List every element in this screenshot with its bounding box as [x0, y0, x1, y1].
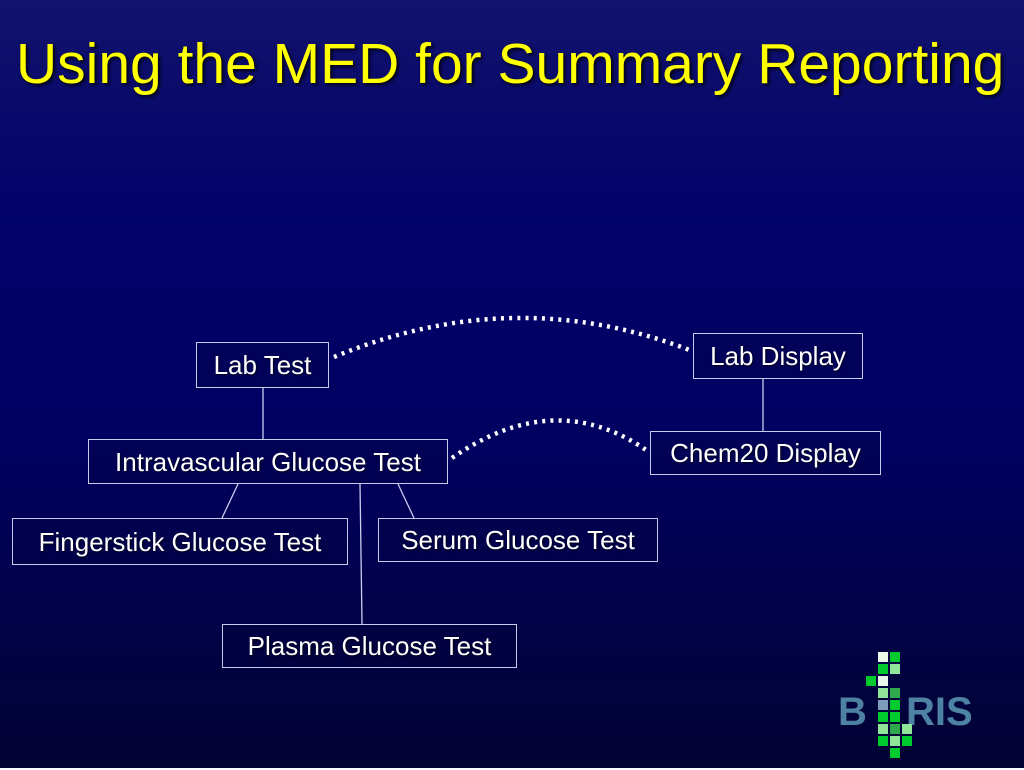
bris-logo-letter-b: B [838, 690, 867, 734]
node-plasma-label: Plasma Glucose Test [247, 631, 492, 661]
logo-pixel-square [878, 700, 888, 710]
logo-pixel-square [902, 736, 912, 746]
logo-pixel-square [878, 676, 888, 686]
connector-intravascular-serum [397, 483, 415, 519]
logo-pixel-square [890, 748, 900, 758]
logo-pixel-square [878, 652, 888, 662]
node-serum-glucose-test: Serum Glucose Test [378, 518, 658, 562]
node-serum-label: Serum Glucose Test [401, 525, 635, 555]
logo-pixel-square [890, 664, 900, 674]
logo-pixel-square [902, 724, 912, 734]
node-chem20-display: Chem20 Display [650, 431, 881, 475]
connector-intravascular-fingerstick [221, 483, 239, 519]
logo-pixel-square [878, 724, 888, 734]
logo-pixel-square [890, 688, 900, 698]
node-fingerstick-label: Fingerstick Glucose Test [38, 526, 322, 557]
node-lab-display: Lab Display [693, 333, 863, 379]
logo-pixel-square [890, 724, 900, 734]
connector-intravascular-plasma [359, 483, 363, 625]
node-intravascular-glucose-test: Intravascular Glucose Test [88, 439, 448, 484]
slide-title: Using the MED for Summary Reporting [16, 32, 1005, 96]
node-lab-display-label: Lab Display [710, 341, 846, 371]
logo-pixel-square [890, 736, 900, 746]
node-lab-test: Lab Test [196, 342, 329, 388]
node-fingerstick-glucose-test: Fingerstick Glucose Test [12, 518, 348, 565]
dotted-link-intravascular-chem20 [450, 418, 651, 460]
logo-pixel-square [878, 688, 888, 698]
logo-pixel-square [878, 712, 888, 722]
logo-pixel-square [890, 652, 900, 662]
node-plasma-glucose-test: Plasma Glucose Test [222, 624, 517, 668]
logo-pixel-square [890, 700, 900, 710]
logo-pixel-square [890, 712, 900, 722]
logo-pixel-square [878, 664, 888, 674]
logo-pixel-square [866, 676, 876, 686]
node-lab-test-label: Lab Test [213, 350, 312, 380]
dotted-link-labtest-labdisplay [333, 315, 693, 360]
bris-logo-squares-icon [866, 652, 916, 762]
node-intravascular-label: Intravascular Glucose Test [115, 446, 421, 477]
bris-logo-letters-ris: RIS [906, 690, 973, 734]
logo-pixel-square [878, 736, 888, 746]
bris-logo: B RIS [838, 650, 988, 770]
node-chem20-label: Chem20 Display [670, 438, 861, 468]
